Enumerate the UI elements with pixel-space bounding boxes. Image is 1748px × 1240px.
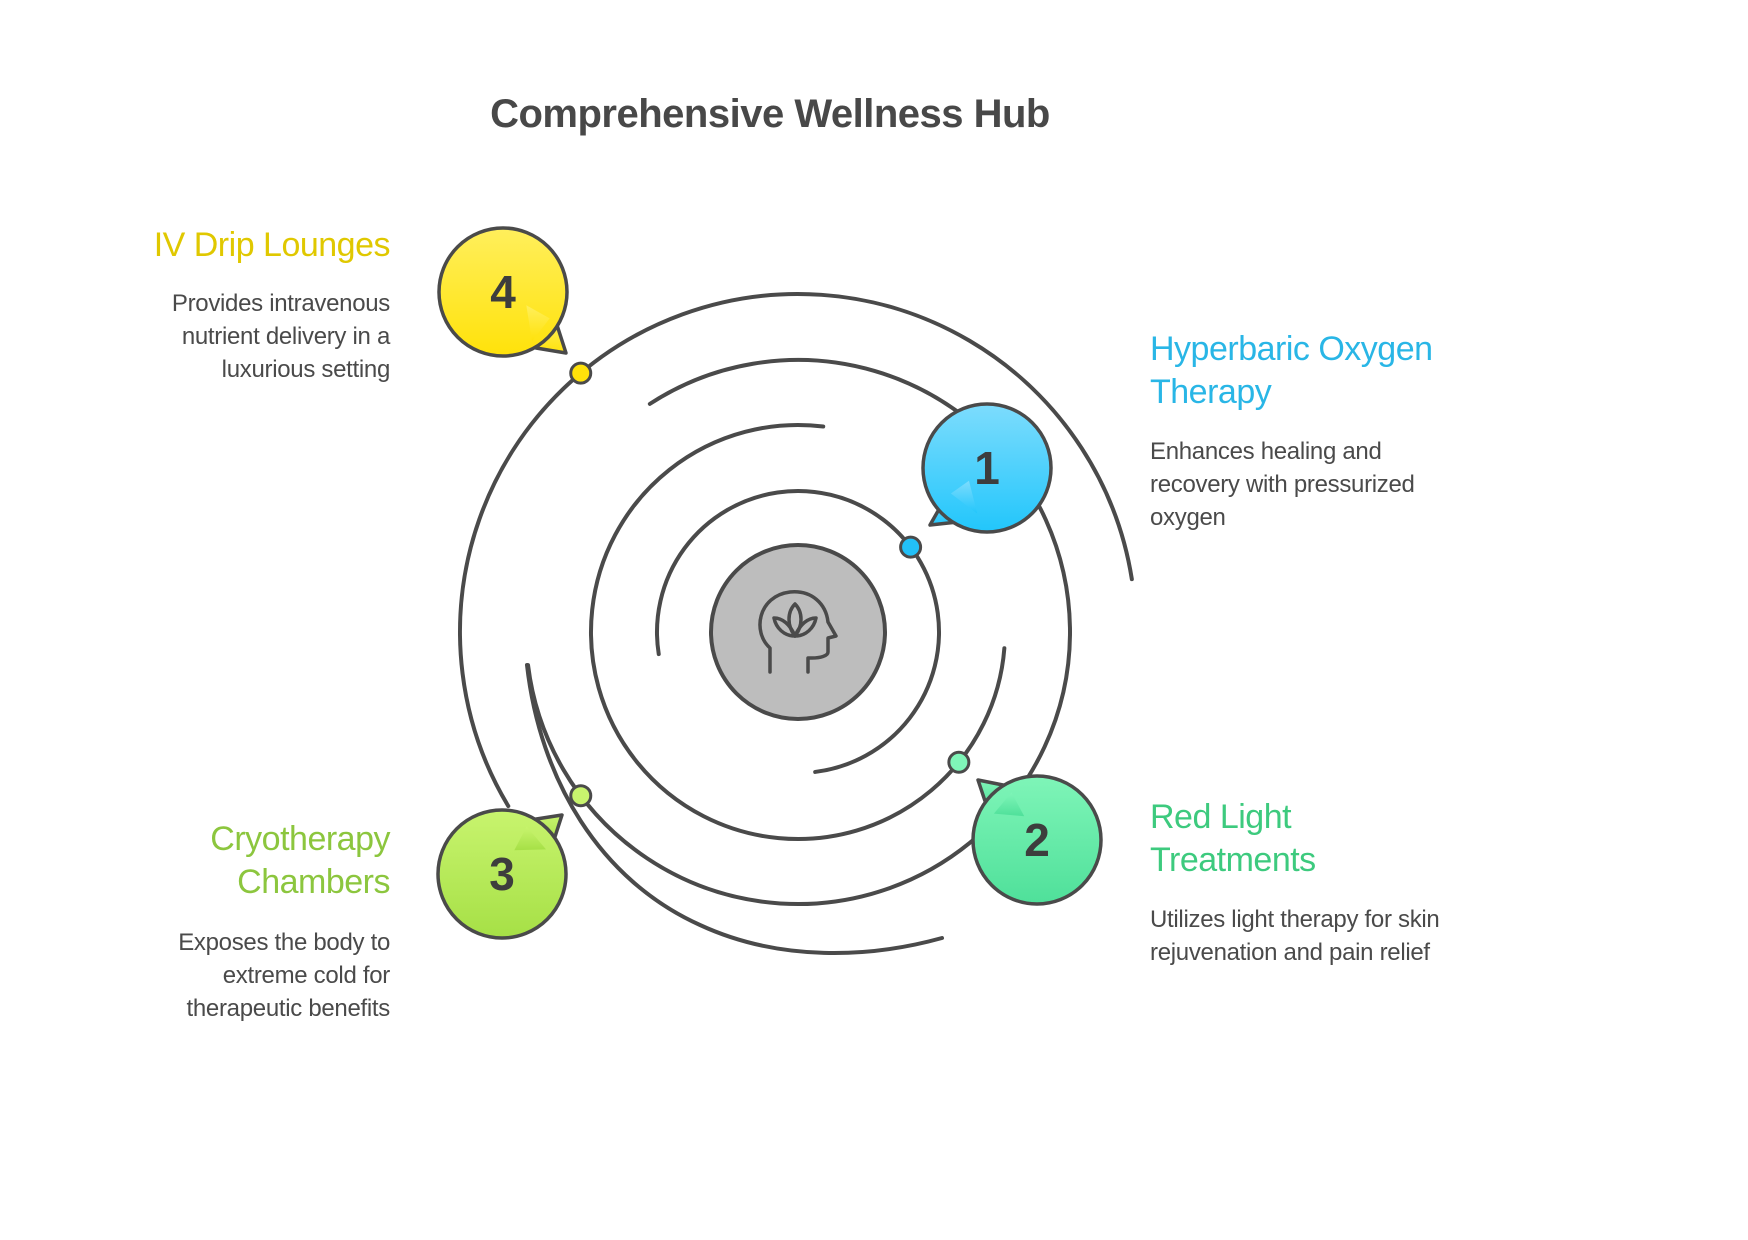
step-4-marker: 4	[437, 226, 593, 385]
item-2-title-line: Red Light	[1150, 798, 1292, 836]
item-1-title: Hyperbaric Oxygen Therapy	[1150, 328, 1550, 414]
markers: 1 2 3 4	[436, 226, 1103, 940]
step-1-dot	[899, 535, 923, 559]
step-2-marker: 2	[947, 750, 1103, 906]
step-2-number: 2	[1024, 814, 1050, 866]
orbit-arc-4	[458, 292, 1134, 809]
step-3-bubble-seam	[514, 826, 546, 851]
item-3-desc-line: Exposes the body to	[178, 929, 390, 956]
item-1-description: Enhances healing and recovery with press…	[1150, 435, 1550, 534]
item-1-desc-line: recovery with pressurized	[1150, 471, 1415, 498]
item-1-desc-line: oxygen	[1150, 504, 1226, 531]
page-title: Comprehensive Wellness Hub	[490, 92, 1050, 136]
item-4-title-line: IV Drip Lounges	[153, 226, 391, 264]
orbit-arc-lower	[525, 663, 944, 955]
item-3-title-line: Cryotherapy	[210, 820, 390, 858]
item-2-title: Red Light Treatments	[1150, 796, 1550, 882]
step-4-dot	[569, 361, 593, 385]
orbit-arc-3	[526, 358, 1072, 906]
item-2-desc-line: Utilizes light therapy for skin	[1150, 906, 1440, 933]
step-4-number: 4	[490, 266, 516, 318]
step-4-bubble-seam	[526, 305, 550, 342]
step-1-bubble	[921, 402, 1053, 534]
orbit-arc-1	[655, 489, 941, 774]
item-4-desc-line: Provides intravenous	[171, 290, 390, 317]
orbit-arcs	[458, 292, 1134, 906]
orbit-arc-2	[589, 423, 1007, 841]
mind-lotus-icon	[758, 590, 838, 674]
item-3-desc-line: extreme cold for	[222, 962, 391, 989]
item-3-description: Exposes the body to extreme cold for the…	[30, 926, 390, 1025]
step-2-dot	[947, 750, 971, 774]
item-4-description: Provides intravenous nutrient delivery i…	[30, 287, 390, 386]
step-1-bubble-seam	[950, 480, 978, 514]
step-3-number: 3	[489, 848, 515, 900]
item-1-title-line: Therapy	[1150, 373, 1272, 411]
item-4-desc-line: luxurious setting	[221, 356, 391, 383]
item-2-desc-line: rejuvenation and pain relief	[1150, 939, 1430, 966]
step-2-bubble-seam	[993, 792, 1025, 817]
item-1-title-line: Hyperbaric Oxygen	[1150, 330, 1433, 368]
item-1-desc-line: Enhances healing and	[1150, 438, 1382, 465]
step-3-dot	[569, 784, 593, 808]
item-3-desc-line: therapeutic benefits	[186, 995, 391, 1022]
item-4-desc-line: nutrient delivery in a	[181, 323, 390, 350]
step-3-marker: 3	[436, 784, 593, 940]
item-2-description: Utilizes light therapy for skin rejuvena…	[1150, 903, 1570, 969]
item-3-title-line: Chambers	[237, 863, 390, 901]
step-1-marker: 1	[899, 402, 1053, 559]
item-4-title: IV Drip Lounges	[30, 224, 391, 267]
step-1-number: 1	[974, 442, 1000, 494]
item-2-title-line: Treatments	[1150, 841, 1316, 879]
item-3-title: Cryotherapy Chambers	[30, 818, 390, 904]
